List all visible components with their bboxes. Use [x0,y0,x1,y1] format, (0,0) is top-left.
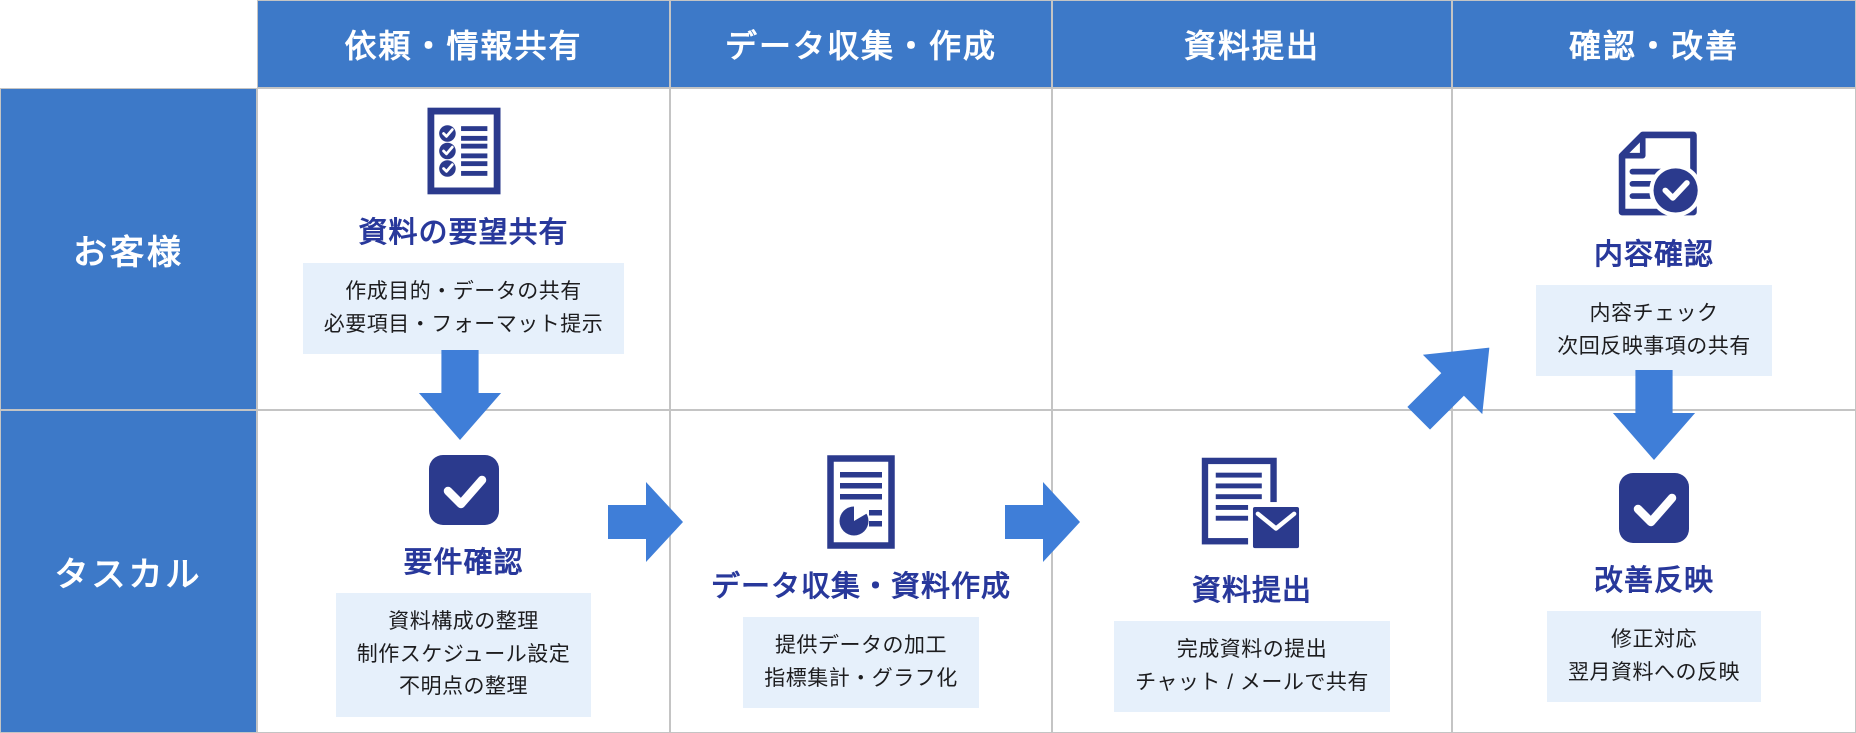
description-line: 完成資料の提出 [1176,638,1328,661]
cell-customer-submit-empty [1052,88,1452,410]
checklist-icon [426,107,501,195]
step-title: 要件確認 [403,547,524,579]
description-line: 制作スケジュール設定 [356,642,571,666]
check-square-icon [1619,473,1689,543]
check-square-icon [428,455,499,525]
document-check-icon [1607,129,1701,217]
step-description: 作成目的・データの共有 必要項目・フォーマット提示 [302,263,625,355]
step-description: 資料構成の整理 制作スケジュール設定 不明点の整理 [335,593,592,717]
description-line: 修正対応 [1611,628,1697,651]
document-mail-icon [1201,455,1303,553]
row-label-taskal: タスカル [0,410,257,733]
arrow-down-check-to-improve [1612,370,1696,460]
step-description: 修正対応 翌月資料への反映 [1547,611,1761,703]
row-label-customer: お客様 [0,88,257,410]
cell-taskal-improve: 改善反映 修正対応 翌月資料への反映 [1452,410,1856,733]
description-line: 資料構成の整理 [388,610,539,633]
arrow-right-create-to-submit [1005,482,1080,562]
column-header-submit: 資料提出 [1052,0,1452,88]
description-line: 内容チェック [1589,302,1719,325]
cell-taskal-submit: 資料提出 完成資料の提出 チャット / メールで共有 [1052,410,1452,733]
step-title: 内容確認 [1593,239,1714,271]
description-line: 指標集計・グラフ化 [764,666,958,690]
arrow-right-requirement-to-create [608,482,683,562]
description-line: 次回反映事項の共有 [1557,334,1751,358]
column-header-request: 依頼・情報共有 [257,0,670,88]
step-title: 資料提出 [1191,575,1312,607]
step-title: 資料の要望共有 [358,217,569,249]
corner-blank [0,0,257,88]
step-title: データ収集・資料作成 [710,571,1011,603]
step-description: 提供データの加工 指標集計・グラフ化 [743,617,979,709]
cell-taskal-data-create: データ収集・資料作成 提供データの加工 指標集計・グラフ化 [670,410,1052,733]
description-line: 翌月資料への反映 [1568,660,1740,684]
cell-taskal-requirement-check: 要件確認 資料構成の整理 制作スケジュール設定 不明点の整理 [257,410,670,733]
column-header-review: 確認・改善 [1452,0,1856,88]
description-line: 必要項目・フォーマット提示 [323,312,604,336]
step-description: 内容チェック 次回反映事項の共有 [1536,285,1772,377]
arrow-up-right-submit-to-check [1407,347,1490,430]
step-description: 完成資料の提出 チャット / メールで共有 [1114,621,1390,713]
cell-customer-content-check: 内容確認 内容チェック 次回反映事項の共有 [1452,88,1856,410]
arrow-down-request-to-requirement [418,350,502,440]
cell-customer-collect-empty [670,88,1052,410]
step-title: 改善反映 [1593,565,1714,597]
description-line: チャット / メールで共有 [1135,670,1369,694]
description-line: 提供データの加工 [775,634,947,657]
column-header-collect: データ収集・作成 [670,0,1052,88]
description-line: 作成目的・データの共有 [345,280,582,303]
description-line: 不明点の整理 [399,675,528,699]
report-chart-icon [827,455,895,549]
